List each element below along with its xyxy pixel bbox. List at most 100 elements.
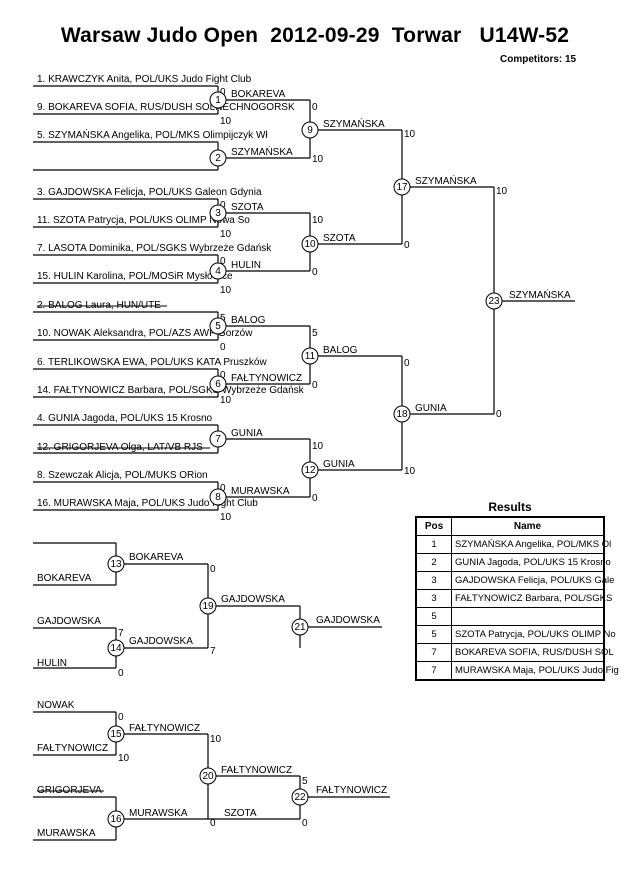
score: 5 [312,328,318,339]
match-number-circle [209,488,227,506]
match-number-circle [107,810,125,828]
entry-name: 6. TERLIKOWSKA EWA, POL/UKS KATA Pruszkó… [37,357,267,368]
match-winner: GAJDOWSKA [129,636,193,647]
score: 0 [302,818,308,829]
bronze-winner: GAJDOWSKA [316,615,380,626]
score: 10 [220,116,232,127]
repechage-name: MURAWSKA [37,828,96,839]
score: 0 [118,668,124,679]
tournament-winner: SZYMAŃSKA [509,288,571,301]
match-number-circle [107,555,125,573]
match-winner: MURAWSKA [231,486,290,497]
result-pos: 2 [415,553,452,572]
entry-name: 5. SZYMAŃSKA Angelika, POL/MKS Olimpijcz… [37,128,268,141]
match-number: 6 [215,379,221,390]
match-winner: FAŁTYNOWICZ [129,723,200,734]
match-number: 23 [488,296,500,307]
score: 0 [404,240,410,251]
score: 0 [312,267,318,278]
entry-name: 8. Szewczak Alicja, POL/MUKS ORion [37,470,208,481]
match-number-circle [209,149,227,167]
result-name: MURAWSKA Maja, POL/UKS Judo Fig [451,661,619,681]
score: 0 [210,564,216,575]
score: 0 [220,256,226,267]
match-number-circle [291,618,309,636]
score: 0 [496,409,502,420]
match-number: 21 [294,622,306,633]
match-number: 12 [304,465,316,476]
match-number-circle [291,788,309,806]
match-number-circle [199,597,217,615]
result-pos: 3 [415,589,452,608]
match-number: 8 [215,492,221,503]
entry-name: 7. LASOTA Dominika, POL/SGKS Wybrzeże Gd… [37,243,272,254]
match-number-circle [301,235,319,253]
col-name-header: Name [451,516,605,536]
match-number-circle [209,91,227,109]
score: 10 [220,285,232,296]
score: 10 [220,395,232,406]
score: 0 [220,370,226,381]
match-number: 15 [110,729,122,740]
result-name: SZOTA Patrycja, POL/UKS OLIMP No [451,625,616,644]
entry-name: 16. MURAWSKA Maja, POL/UKS Judo Fight Cl… [37,498,258,509]
score: 0 [210,818,216,829]
result-name: SZYMAŃSKA Angelika, POL/MKS Ol [451,535,611,554]
match-winner: GUNIA [231,428,263,439]
entry-name: 15. HULIN Karolina, POL/MOSiR Mysłowice [37,271,233,282]
entry-name: 2. BALOG Laura, HUN/UTE [37,300,161,311]
match-number: 4 [215,266,221,277]
repechage-name: BOKAREVA [37,573,92,584]
result-pos: 7 [415,643,452,662]
match-number: 13 [110,559,122,570]
match-winner: BALOG [231,315,266,326]
match-number: 5 [215,321,221,332]
match-number-circle [301,121,319,139]
result-pos: 5 [415,607,452,626]
score: 7 [118,628,124,639]
match-number: 22 [294,792,306,803]
match-number: 18 [396,409,408,420]
score: 10 [312,154,324,165]
col-pos-header: Pos [415,516,452,536]
entry-name: 1. KRAWCZYK Anita, POL/UKS Judo Fight Cl… [37,74,252,85]
result-pos: 3 [415,571,452,590]
score: 10 [312,441,324,452]
result-name: GUNIA Jagoda, POL/UKS 15 Krosno [451,553,611,572]
repechage-name: HULIN [37,658,67,669]
result-name: GAJDOWSKA Felicja, POL/UKS Gale [451,571,614,590]
match-number: 19 [202,601,214,612]
entry-name: 9. BOKAREVA SOFIA, RUS/DUSH SOLNECHNOGOR… [37,102,295,113]
match-number-circle [209,317,227,335]
bronze-winner: FAŁTYNOWICZ [316,785,387,796]
match-number-circle [393,405,411,423]
match-number-circle [209,204,227,222]
match-number: 16 [110,814,122,825]
match-number: 10 [304,239,316,250]
repechage-name: SZOTA [224,808,257,819]
results-header-row: Pos Name [415,516,605,536]
entry-name: 4. GUNIA Jagoda, POL/UKS 15 Krosno [37,413,213,424]
score: 0 [220,483,226,494]
match-number: 2 [215,153,221,164]
match-winner: FAŁTYNOWICZ [231,373,302,384]
entry-name: 10. NOWAK Aleksandra, POL/AZS AWF Gorzów [37,328,253,339]
result-pos: 7 [415,661,452,681]
match-winner: FAŁTYNOWICZ [221,765,292,776]
match-winner: MURAWSKA [129,808,188,819]
match-number-circle [209,430,227,448]
score: 0 [312,380,318,391]
match-number-circle [209,375,227,393]
score: 10 [210,734,222,745]
match-winner: BOKAREVA [129,552,184,563]
score: 10 [312,215,324,226]
match-number: 1 [215,95,221,106]
competitors-count: Competitors: 15 [500,54,577,65]
match-number-circle [301,461,319,479]
